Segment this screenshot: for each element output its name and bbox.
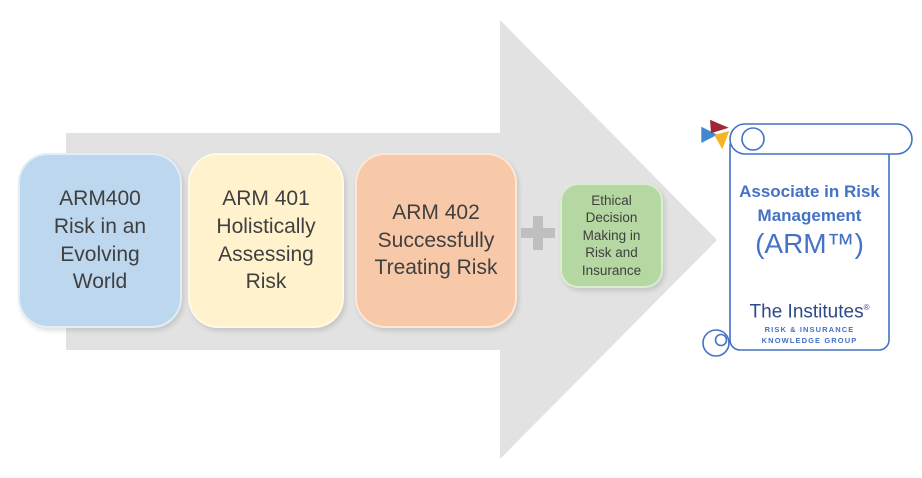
brand-tagline-line1: RISK & INSURANCE <box>764 325 855 334</box>
course-box-label: ARM 402 Successfully Treating Risk <box>374 200 498 280</box>
ethics-course-label: Ethical Decision Making in Risk and Insu… <box>581 192 642 278</box>
credential-designation: (ARM™) <box>755 228 864 259</box>
certificate-scroll: Associate in Risk Management (ARM™) The … <box>700 118 917 366</box>
course-box-label: ARM 401 Holistically Assessing Risk <box>216 187 316 294</box>
brand-tagline-line2: KNOWLEDGE GROUP <box>761 336 858 345</box>
brand-name-text: The Institutes <box>749 301 864 323</box>
brand-name: The Institutes® <box>730 297 889 323</box>
scroll-shape-icon <box>702 123 913 357</box>
institutes-logo-icon <box>701 119 730 150</box>
course-box-arm401: ARM 401 Holistically Assessing Risk <box>188 153 344 328</box>
credential-title: Associate in Risk Management <box>730 180 889 228</box>
course-box-arm400: ARM400 Risk in an Evolving World <box>18 153 182 328</box>
credential-title-line1: Associate in Risk <box>739 182 880 201</box>
registered-mark: ® <box>863 303 870 312</box>
plus-icon <box>521 216 555 250</box>
plus-icon-bar <box>533 216 543 250</box>
credential-title-line2: Management <box>757 206 862 225</box>
course-box-label: ARM400 Risk in an Evolving World <box>53 187 147 294</box>
course-box-arm402: ARM 402 Successfully Treating Risk <box>355 153 517 328</box>
ethics-course-box: Ethical Decision Making in Risk and Insu… <box>560 183 663 288</box>
